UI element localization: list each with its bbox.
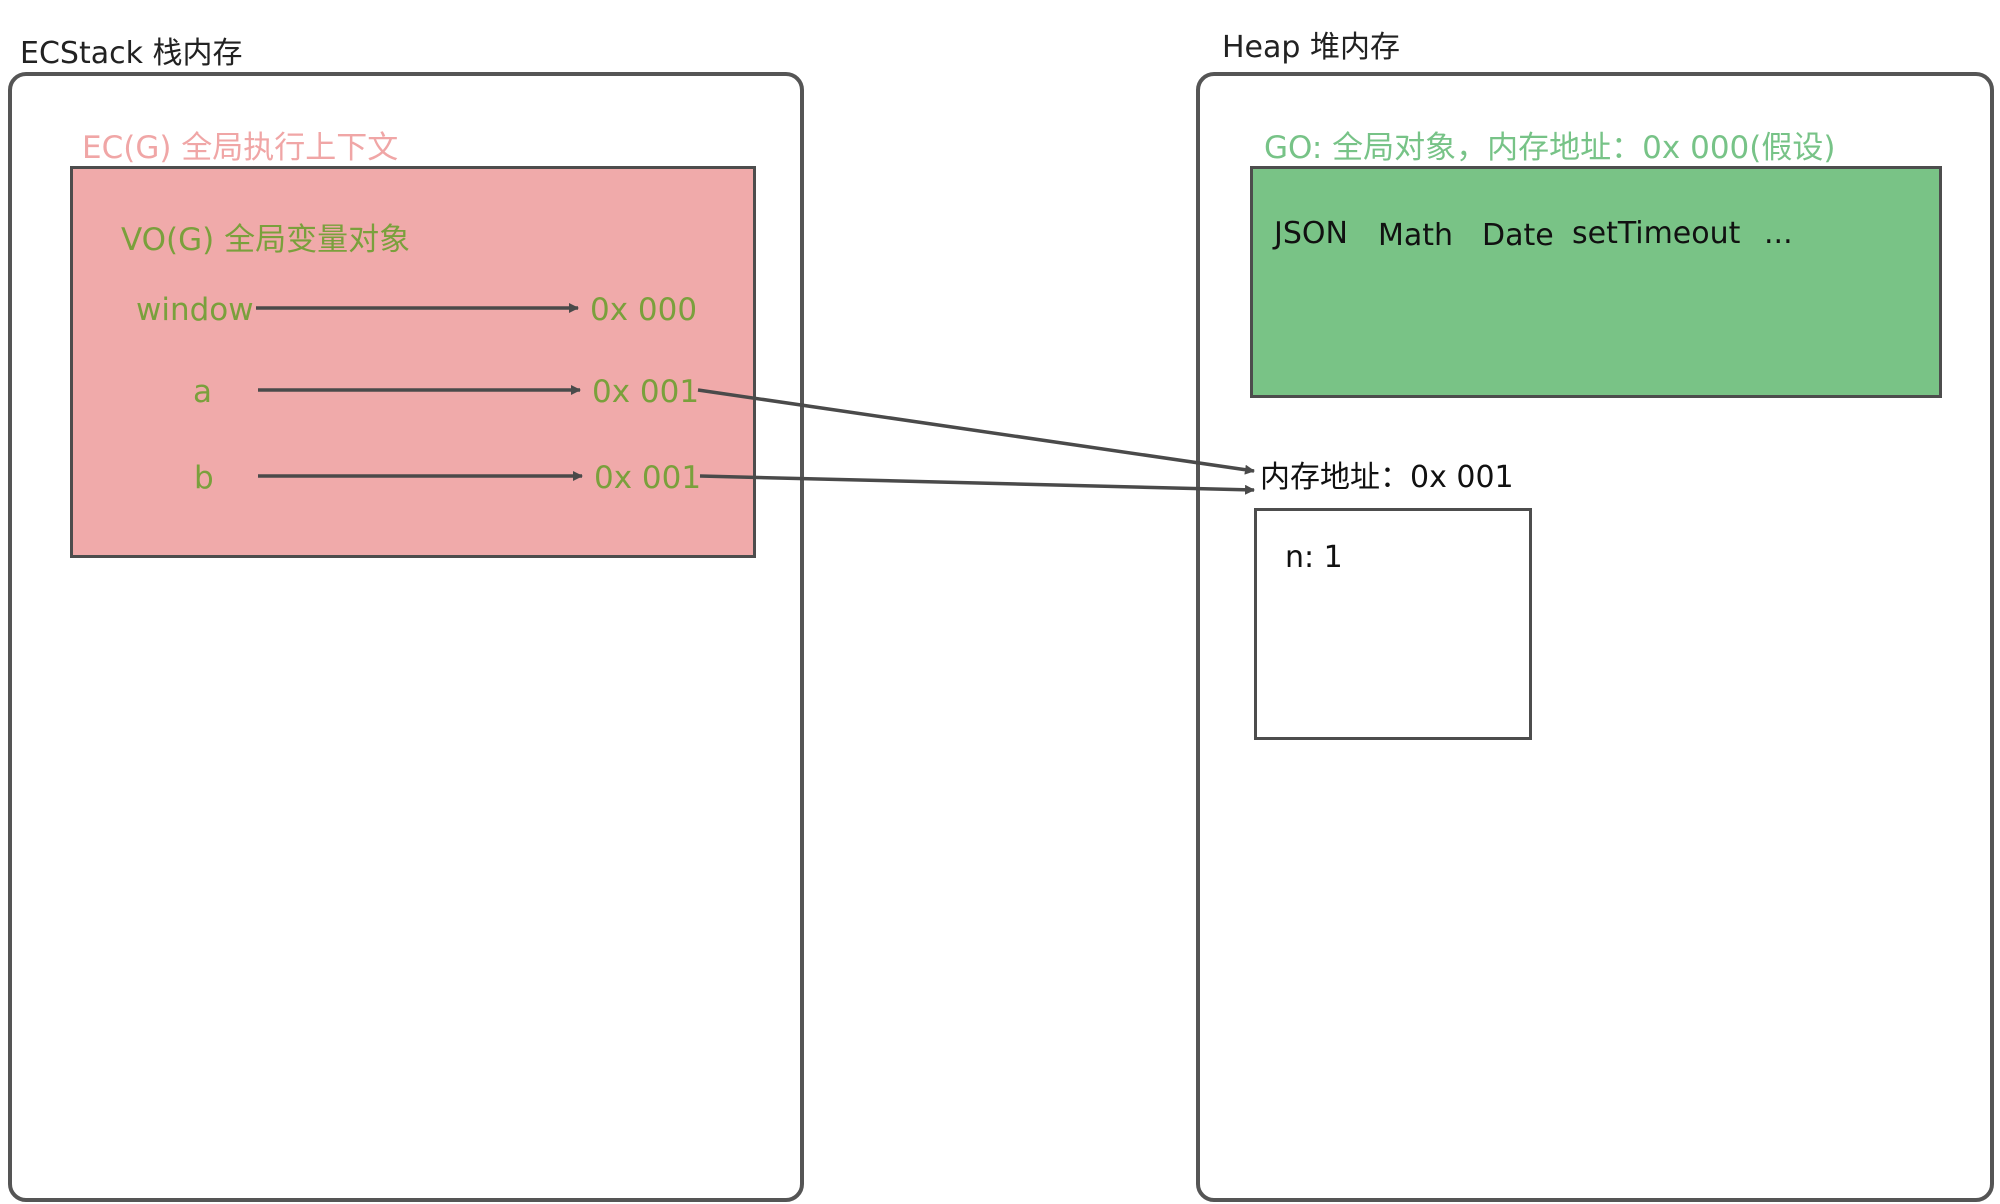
var-name-window: window xyxy=(136,292,254,328)
go-item-date: Date xyxy=(1482,218,1554,253)
vo-label: VO(G) 全局变量对象 xyxy=(121,222,411,258)
var-name-a: a xyxy=(193,374,212,410)
var-addr-a: 0x 001 xyxy=(592,374,700,410)
vo-box xyxy=(70,166,756,558)
ec-label: EC(G) 全局执行上下文 xyxy=(82,130,399,166)
go-box xyxy=(1250,166,1942,398)
var-name-b: b xyxy=(194,460,214,496)
go-item-ellipsis: ... xyxy=(1764,216,1793,251)
object-address-label: 内存地址：0x 001 xyxy=(1260,460,1514,495)
var-addr-b: 0x 001 xyxy=(594,460,702,496)
object-box xyxy=(1254,508,1532,740)
stack-title: ECStack 栈内存 xyxy=(20,36,243,71)
object-property: n: 1 xyxy=(1285,540,1343,575)
go-item-settimeout: setTimeout xyxy=(1572,216,1741,251)
var-addr-window: 0x 000 xyxy=(590,292,698,328)
go-label: GO: 全局对象，内存地址：0x 000(假设) xyxy=(1264,130,1836,166)
heap-title: Heap 堆内存 xyxy=(1222,30,1400,65)
go-item-math: Math xyxy=(1378,218,1454,253)
go-item-json: JSON xyxy=(1274,216,1348,251)
